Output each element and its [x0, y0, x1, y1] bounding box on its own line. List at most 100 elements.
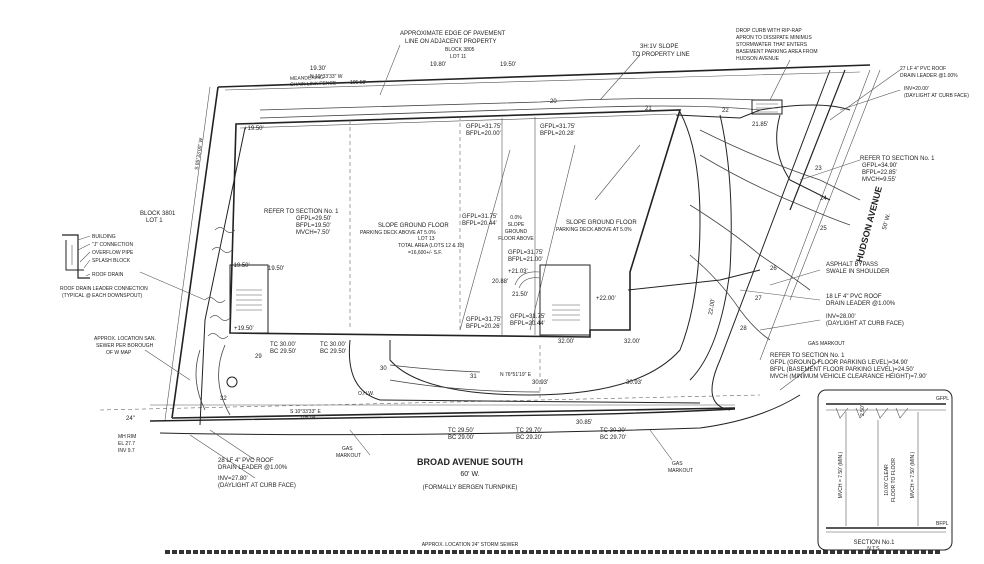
svg-text:DRAIN LEADER @1.00%: DRAIN LEADER @1.00%	[900, 73, 958, 79]
roof-drain-detail: BUILDING "J" CONNECTION OVERFLOW PIPE SP…	[60, 234, 148, 299]
svg-text:TC 30.00': TC 30.00'	[320, 342, 346, 348]
inv-note-bottom: INV=27.80' (DAYLIGHT AT CURB FACE)	[218, 476, 296, 489]
gfpl-group-d: GFPL=31.75' BFPL=21.00'	[508, 250, 543, 263]
svg-text:LOT 13: LOT 13	[418, 236, 435, 242]
pipe-size-24: 24"	[126, 416, 135, 422]
svg-text:0.0%: 0.0%	[510, 215, 522, 221]
svg-text:BFPL=20.28': BFPL=20.28'	[540, 131, 575, 137]
elev-30-93-b: 30.93'	[626, 380, 642, 386]
ground-floor-above-note: 0.0% SLOPE GROUND FLOOR ABOVE	[498, 215, 534, 242]
svg-text:TC 30.00': TC 30.00'	[270, 342, 296, 348]
hudson-avenue-width: 50' W.	[882, 213, 892, 231]
ohw-label: O.H.W.	[358, 391, 374, 397]
svg-text:MVCH=7.50': MVCH=7.50'	[296, 230, 330, 236]
pavement-edge-note: APPROXIMATE EDGE OF PAVEMENT	[400, 31, 506, 37]
svg-text:MARKOUT: MARKOUT	[336, 453, 361, 459]
svg-text:BFPL=19.50': BFPL=19.50'	[296, 223, 331, 229]
svg-text:INV=27.80': INV=27.80'	[218, 476, 248, 482]
stair-right	[552, 304, 580, 321]
svg-text:GFPL=31.75': GFPL=31.75'	[540, 124, 575, 130]
section-nts: N.T.S.	[867, 546, 881, 552]
svg-text:APPROX. LOCATION SAN.: APPROX. LOCATION SAN.	[94, 336, 156, 342]
sewer-note: APPROX. LOCATION SAN. SEWER PER BOROUGH …	[94, 336, 156, 356]
corner-elev-sw: +19.50'	[234, 326, 254, 332]
svg-text:SLOPE GROUND FLOOR: SLOPE GROUND FLOOR	[378, 223, 449, 229]
fence-label: MEANDERING	[290, 75, 324, 82]
lot-11-label: LOT 11	[450, 54, 466, 60]
fence-label-2: CHAIN LINK FENCE	[290, 80, 337, 88]
svg-text:MVCH (MINIMUM VEHICLE CLEARANC: MVCH (MINIMUM VEHICLE CLEARANCE HEIGHT)=…	[770, 374, 927, 380]
svg-text:GAS: GAS	[672, 461, 683, 467]
tc-bc-5: TC 30.20' BC 29.70'	[600, 428, 626, 441]
svg-text:APRON TO DISSIPATE MINIMUS: APRON TO DISSIPATE MINIMUS	[736, 35, 812, 41]
hudson-avenue-name: HUDSON AVENUE	[854, 185, 884, 263]
svg-text:REFER TO SECTION No. 1: REFER TO SECTION No. 1	[860, 156, 935, 162]
svg-text:GFPL=31.75': GFPL=31.75'	[466, 124, 501, 130]
roof-drain-note-bottom: 28 LF 4" PVC ROOF DRAIN LEADER @1.00%	[218, 458, 288, 471]
gfpl-group-b: GFPL=31.75' BFPL=20.28'	[540, 124, 575, 137]
section-dim-top: 2.50'	[860, 405, 866, 416]
elev-21-03: +21.03'	[508, 269, 528, 275]
section-clear-2: FLOOR TO FLOOR	[891, 458, 897, 502]
svg-text:BC 29.50': BC 29.50'	[320, 349, 346, 355]
left-bearing: S 85°33'00" W	[194, 137, 204, 170]
block-3801-label: BLOCK 3801 LOT 1	[140, 211, 176, 224]
contour-25: 25	[820, 226, 827, 232]
svg-text:TOTAL AREA (LOTS 12 & 13): TOTAL AREA (LOTS 12 & 13)	[398, 243, 465, 249]
svg-text:SLOPE: SLOPE	[508, 222, 525, 228]
contour-21: 21	[645, 106, 652, 112]
storm-sewer-label: APPROX. LOCATION 24" STORM SEWER	[422, 542, 519, 548]
slope-note-2: TO PROPERTY LINE	[632, 52, 690, 58]
tc-bc-4: TC 29.70' BC 29.20'	[516, 428, 542, 441]
mid-bearing: N 76°51'19" E	[500, 372, 532, 378]
pavement-edge-note-2: LINE ON ADJACENT PROPERTY	[405, 39, 496, 45]
svg-text:BFPL=20.26': BFPL=20.26'	[466, 324, 501, 330]
svg-text:(DAYLIGHT AT CURB FACE): (DAYLIGHT AT CURB FACE)	[904, 93, 969, 99]
building-outline	[229, 109, 682, 338]
contour-32: 32	[220, 396, 227, 402]
svg-text:BUILDING: BUILDING	[92, 234, 116, 240]
svg-text:BFPL=20.44': BFPL=20.44'	[510, 321, 545, 327]
bypass-note: ASPHALT BYPASS SWALE IN SHOULDER	[826, 262, 890, 275]
elev-19-30: 19.30'	[310, 66, 326, 72]
rip-rap-apron	[751, 99, 783, 115]
elev-21-85: 21.85'	[752, 122, 768, 128]
manhole-icon	[226, 376, 238, 388]
contour-20: 20	[550, 99, 557, 105]
inv-note-right: INV=28.00' (DAYLIGHT AT CURB FACE)	[826, 314, 904, 327]
svg-text:REFER TO SECTION No. 1: REFER TO SECTION No. 1	[770, 353, 845, 359]
svg-text:HUDSON AVENUE: HUDSON AVENUE	[736, 56, 780, 62]
svg-text:TC 29.50': TC 29.50'	[448, 428, 474, 434]
north-distance: 105.58'	[350, 80, 366, 86]
svg-text:INV=28.00': INV=28.00'	[826, 314, 856, 320]
tc-bc-3: TC 29.50' BC 29.00'	[448, 428, 474, 441]
inv-note-top: INV=20.00' (DAYLIGHT AT CURB FACE)	[904, 86, 969, 99]
slope-note: 3H:1V SLOPE	[640, 44, 678, 50]
gfpl-group-f: GFPL=31.75' BFPL=20.44'	[510, 314, 545, 327]
svg-text:DRAIN LEADER @1.00%: DRAIN LEADER @1.00%	[218, 465, 288, 471]
svg-text:SPLASH BLOCK: SPLASH BLOCK	[92, 258, 131, 264]
elev-19-80: 19.80'	[430, 62, 446, 68]
svg-text:18 LF 4" PVC ROOF: 18 LF 4" PVC ROOF	[826, 294, 882, 300]
svg-text:ASPHALT BYPASS: ASPHALT BYPASS	[826, 262, 878, 268]
svg-text:INV=20.00': INV=20.00'	[904, 86, 929, 92]
gas-markout-right: GAS MARKOUT	[808, 341, 845, 347]
section-title: SECTION No.1	[853, 540, 895, 546]
broad-avenue-formerly: (FORMALLY BERGEN TURNPIKE)	[423, 485, 518, 491]
gfpl-group-c: GFPL=31.75' BFPL=20.44'	[462, 214, 497, 227]
svg-text:MVCH=9.55': MVCH=9.55'	[862, 177, 896, 183]
west-landscape-strip	[204, 227, 236, 339]
elev-30-93-a: 30.93'	[532, 380, 548, 386]
contour-28: 28	[740, 326, 747, 332]
broad-avenue-width: 60' W.	[460, 471, 479, 478]
contour-30: 30	[380, 366, 387, 372]
svg-text:BC 29.50': BC 29.50'	[270, 349, 296, 355]
svg-text:BC 29.20': BC 29.20'	[516, 435, 542, 441]
refer-section-left: REFER TO SECTION No. 1 GFPL=29.50' BFPL=…	[264, 209, 339, 236]
svg-text:GFPL=34.90': GFPL=34.90'	[862, 163, 897, 169]
svg-text:GFPL=31.75': GFPL=31.75'	[508, 250, 543, 256]
svg-text:INV 9.7: INV 9.7	[118, 448, 135, 454]
svg-text:STORMWATER THAT ENTERS: STORMWATER THAT ENTERS	[736, 42, 808, 48]
contour-31: 31	[470, 374, 477, 380]
